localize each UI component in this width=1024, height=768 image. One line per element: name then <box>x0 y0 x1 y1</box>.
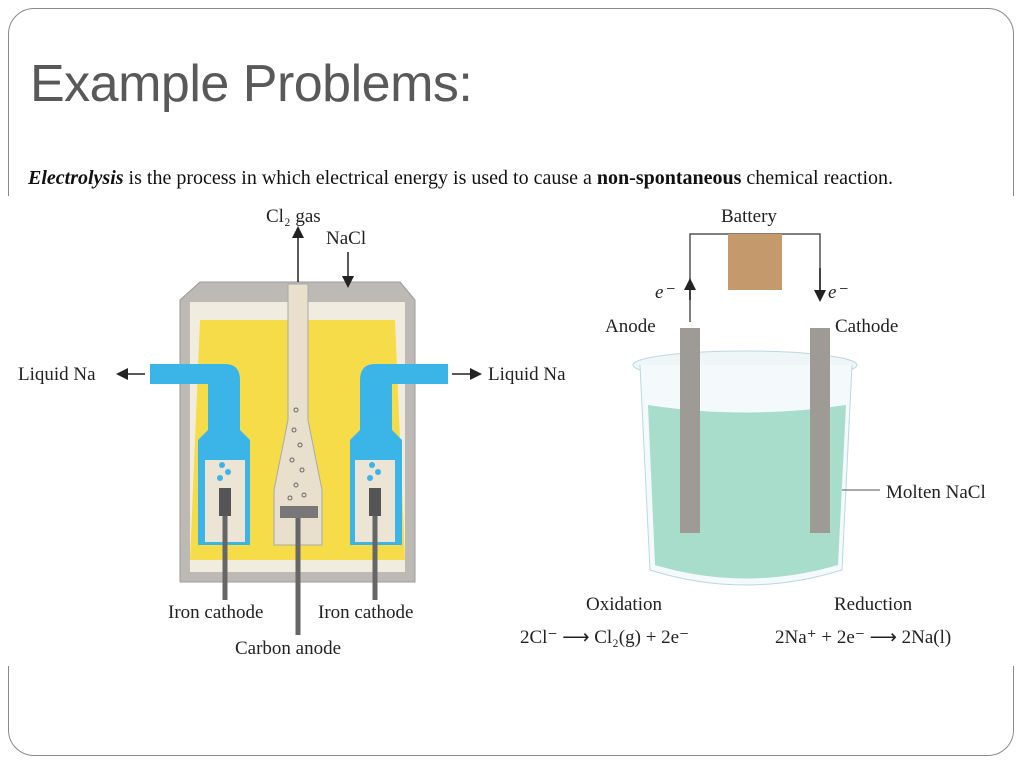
label-reduction: Reduction <box>834 594 913 615</box>
slide-title: Example Problems: <box>30 55 473 113</box>
bold-non-spontaneous: non-spontaneous <box>596 167 742 189</box>
label-iron-cathode-right: Iron cathode <box>318 602 413 623</box>
label-carbon-anode: Carbon anode <box>235 638 341 659</box>
oxidation-equation: 2Cl⁻ ⟶ Cl₂(g) + 2e⁻ <box>520 627 689 648</box>
label-molten-nacl: Molten NaCl <box>886 482 986 503</box>
body-text-part: is the process in which electrical energ… <box>123 167 597 189</box>
beaker-diagram: Battery e⁻ e⁻ Anode Cathode Molten NaCl … <box>520 206 986 648</box>
reduction-equation: 2Na⁺ + 2e⁻ ⟶ 2Na(l) <box>775 627 951 648</box>
body-text: Electrolysis is the process in which ele… <box>28 162 988 194</box>
label-oxidation: Oxidation <box>586 594 662 615</box>
label-iron-cathode-left: Iron cathode <box>168 602 263 623</box>
label-electron-left: e⁻ <box>655 282 675 303</box>
battery-icon <box>728 234 782 290</box>
label-liquid-na-left: Liquid Na <box>18 364 96 385</box>
body-text-part: chemical reaction. <box>741 167 894 189</box>
term-electrolysis: Electrolysis <box>28 167 124 189</box>
label-cl2-gas: Cl₂ gas <box>266 206 321 227</box>
electrolysis-figure: Cl₂ gas NaCl Liquid Na Liquid Na Iron ca… <box>0 196 1024 666</box>
label-electron-right: e⁻ <box>828 282 848 303</box>
label-battery: Battery <box>721 206 777 227</box>
label-liquid-na-right: Liquid Na <box>488 364 566 385</box>
label-anode: Anode <box>605 316 656 337</box>
label-cathode: Cathode <box>835 316 898 337</box>
downs-cell-diagram: Cl₂ gas NaCl Liquid Na Liquid Na Iron ca… <box>18 206 566 659</box>
label-nacl: NaCl <box>326 228 366 249</box>
